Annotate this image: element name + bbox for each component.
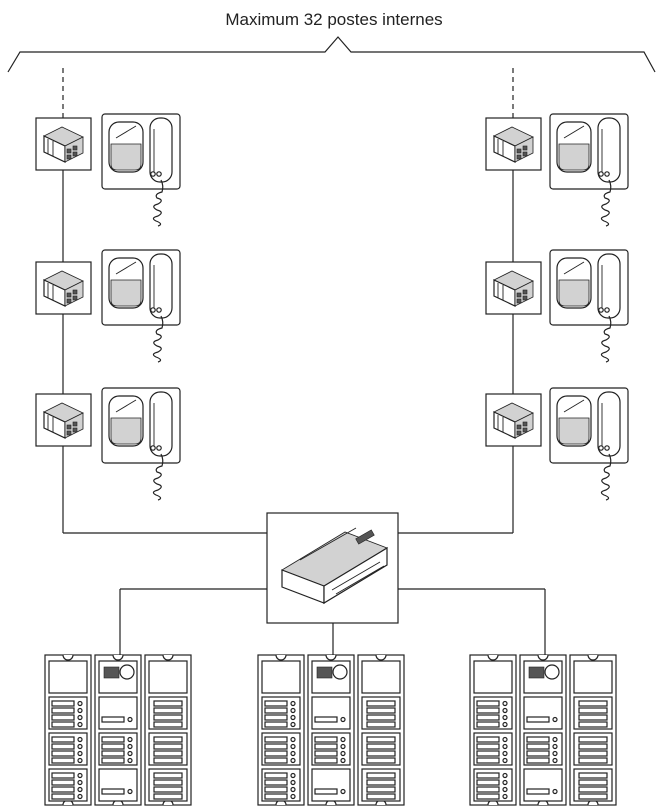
video-phone-icon xyxy=(101,113,181,227)
video-phone-icon xyxy=(101,387,181,501)
station-bus xyxy=(119,588,546,655)
outdoor-station-3 xyxy=(470,655,616,805)
right-unit-2 xyxy=(485,249,629,363)
outdoor-station-2 xyxy=(258,655,404,805)
brace xyxy=(7,36,656,73)
left-unit-1 xyxy=(35,113,181,227)
left-unit-2 xyxy=(35,249,181,363)
video-phone-icon xyxy=(101,249,181,363)
right-unit-3 xyxy=(485,387,629,501)
right-riser xyxy=(398,68,514,534)
module-icon xyxy=(485,117,542,171)
module-icon xyxy=(35,261,92,315)
video-phone-icon xyxy=(549,249,629,363)
power-supply-unit xyxy=(266,512,399,624)
outdoor-station-1 xyxy=(45,655,191,805)
diagram-title: Maximum 32 postes internes xyxy=(225,10,442,29)
video-phone-icon xyxy=(549,113,629,227)
module-icon xyxy=(485,261,542,315)
module-icon xyxy=(35,117,92,171)
module-icon xyxy=(35,393,92,447)
video-phone-icon xyxy=(549,387,629,501)
module-icon xyxy=(485,393,542,447)
left-unit-3 xyxy=(35,387,181,501)
left-riser xyxy=(62,68,267,534)
right-unit-1 xyxy=(485,113,629,227)
